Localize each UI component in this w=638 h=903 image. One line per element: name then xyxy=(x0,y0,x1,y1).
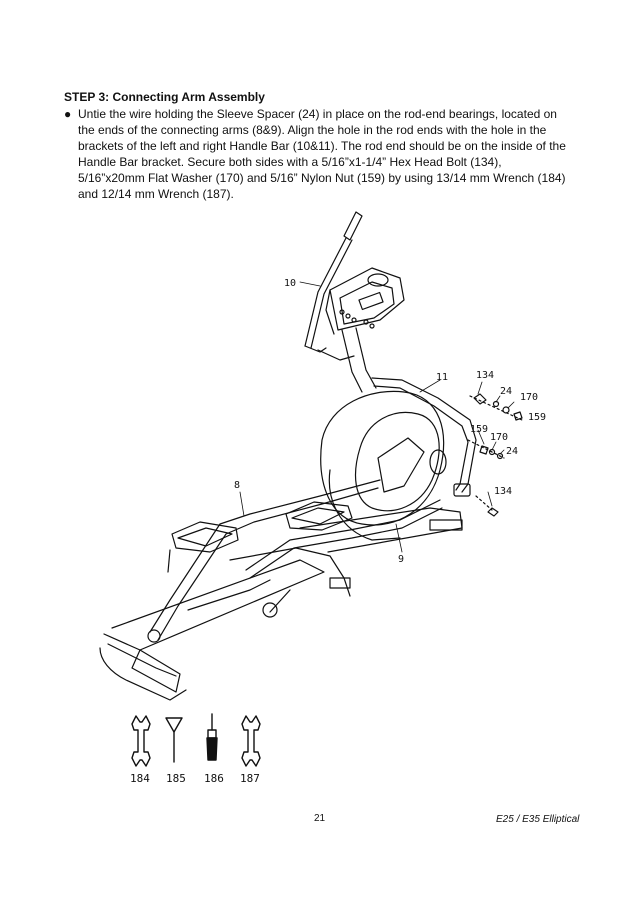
instruction-line: the ends of the connecting arms (8&9). A… xyxy=(78,123,547,137)
instruction-bullet: ● Untie the wire holding the Sleeve Spac… xyxy=(64,106,594,202)
base-frame xyxy=(99,507,463,701)
tool-label-186: 186 xyxy=(204,772,224,785)
pedal-left xyxy=(167,521,239,573)
handle-bar-right xyxy=(371,377,477,497)
connecting-arm-left xyxy=(147,479,381,643)
instruction-line: Untie the wire holding the Sleeve Spacer… xyxy=(78,107,557,121)
callout-159-upper: 159 xyxy=(528,412,546,423)
tool-label-184: 184 xyxy=(130,772,150,785)
handle-bar-left xyxy=(304,211,363,353)
instruction-line: brackets of the left and right Handle Ba… xyxy=(78,139,566,153)
instruction-text: Untie the wire holding the Sleeve Spacer… xyxy=(78,106,594,202)
instruction-line: and 12/14 mm Wrench (187). xyxy=(78,187,234,201)
callout-159-lower: 159 xyxy=(470,424,488,435)
console xyxy=(325,267,405,335)
instruction-line: Handle Bar bracket. Secure both sides wi… xyxy=(78,155,502,169)
connecting-arm-right xyxy=(187,499,443,618)
flywheel-shroud xyxy=(320,390,447,541)
callout-24-upper: 24 xyxy=(500,386,512,397)
pedal-right xyxy=(285,501,353,531)
callout-24-lower: 24 xyxy=(506,446,518,457)
callout-134-upper: 134 xyxy=(476,370,494,381)
callout-9: 9 xyxy=(398,554,404,565)
wrench-187-icon xyxy=(241,715,261,767)
callout-170-lower: 170 xyxy=(490,432,508,443)
callout-134-lower: 134 xyxy=(494,486,512,497)
footer-title: E25 / E35 Elliptical xyxy=(496,814,580,825)
tool-label-187: 187 xyxy=(240,772,260,785)
step-title: STEP 3: Connecting Arm Assembly xyxy=(64,90,265,104)
bullet-icon: ● xyxy=(64,107,72,121)
instruction-line: 5/16”x20mm Flat Washer (170) and 5/16” N… xyxy=(78,171,566,185)
callout-10: 10 xyxy=(284,278,296,289)
tool-label-185: 185 xyxy=(166,772,186,785)
callout-11: 11 xyxy=(436,372,448,383)
hex-key-185-icon xyxy=(165,717,183,763)
screwdriver-186-icon xyxy=(206,713,218,761)
leader-lines xyxy=(239,281,515,553)
console-mast xyxy=(317,327,377,393)
page-number: 21 xyxy=(314,813,326,824)
callout-170-upper: 170 xyxy=(520,392,538,403)
callout-8: 8 xyxy=(234,480,240,491)
wrench-184-icon xyxy=(131,715,151,767)
